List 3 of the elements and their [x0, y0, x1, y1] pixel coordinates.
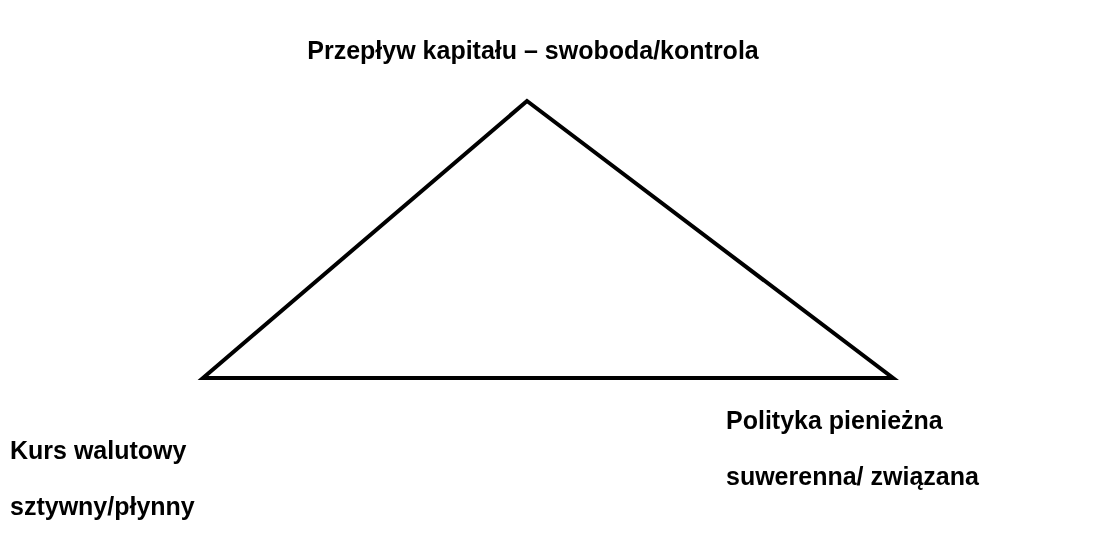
corner-label: Przepływ kapitału – swoboda/kontrola [306, 35, 760, 66]
corner-label: Kurs walutowy sztywny/płynny [10, 435, 196, 522]
corner-label: Polityka pienieżna suwerenna/ związana [726, 405, 980, 492]
